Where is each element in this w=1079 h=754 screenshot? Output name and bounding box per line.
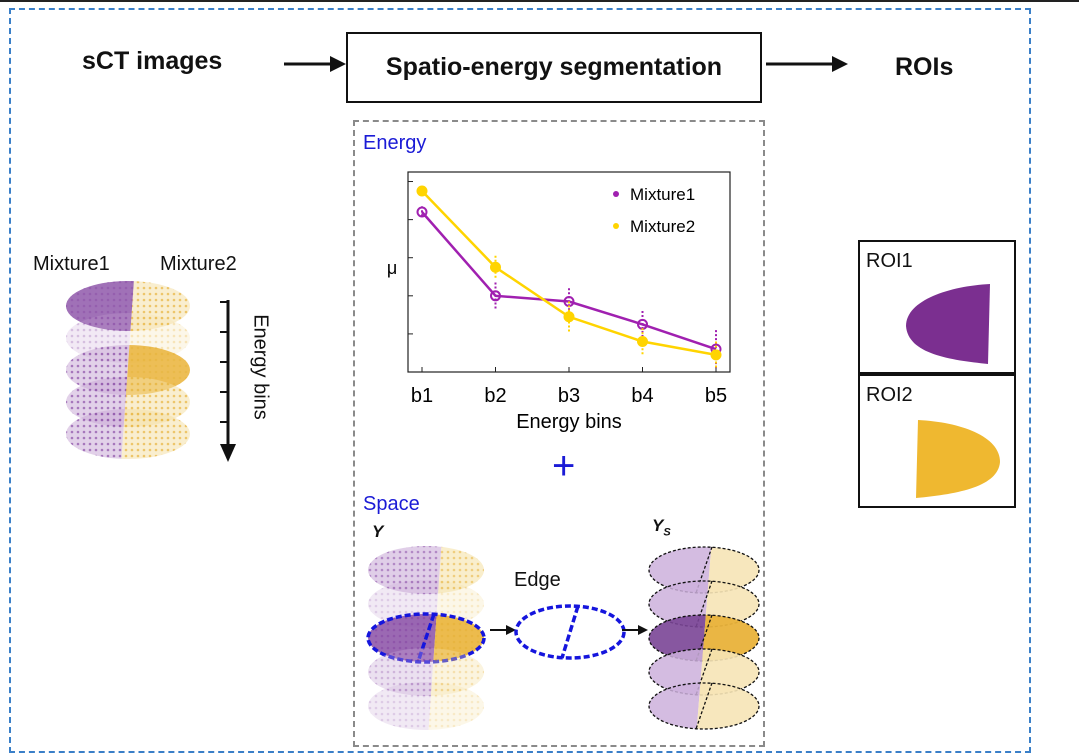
x-axis-label: Energy bins (516, 411, 622, 433)
process-label: Spatio-energy segmentation (385, 53, 723, 81)
x-tick-label: b2 (484, 385, 506, 407)
x-tick-label: b4 (631, 385, 653, 407)
data-point (416, 185, 428, 197)
roi2-shape (916, 420, 1000, 498)
arrow-edge-to-ys (622, 625, 648, 635)
x-tick-label: b5 (705, 385, 727, 407)
roi1-shape (906, 284, 990, 364)
material2-label: Mixture2 (160, 253, 237, 275)
segmentation-box: Spatio-energy segmentation (346, 32, 762, 103)
output-label: ROIs (895, 53, 954, 81)
x-tick-label: b1 (411, 385, 433, 407)
edge-label: Edge (514, 569, 561, 591)
energy-panel-title: Energy (363, 132, 427, 154)
energy-bins-axis-label: Energy bins (249, 314, 272, 420)
ys-symbol-subscript: S (663, 526, 671, 539)
roi2-box: ROI2 (858, 374, 1016, 508)
y-slice (368, 546, 484, 594)
ys-symbol-base: Y (652, 516, 664, 535)
legend-label: Mixture2 (630, 217, 695, 236)
y-slice (366, 612, 486, 664)
y-symbol: Y (372, 522, 384, 541)
legend-marker (613, 223, 619, 229)
plus-sign: + (552, 444, 576, 488)
ys-slice (648, 682, 760, 730)
method-panel-frame (353, 120, 765, 747)
legend-label: Mixture1 (630, 185, 695, 204)
stack-slice (66, 409, 190, 459)
data-point (637, 336, 648, 348)
y-axis-label: μ (387, 258, 397, 278)
y-image-stack (366, 546, 486, 730)
data-point (710, 349, 722, 361)
outer-dashed-frame (9, 8, 1031, 753)
energy-axis-arrow (220, 300, 236, 462)
edge-map (514, 604, 626, 660)
top-border-line (0, 0, 1079, 2)
roi1-box: ROI1 (858, 240, 1016, 374)
image-stack (66, 281, 190, 459)
x-tick-label: b3 (558, 385, 580, 407)
arrow-to-segmentation (284, 56, 346, 72)
arrow-to-rois (766, 56, 848, 72)
arrow-y-to-edge (490, 625, 516, 635)
data-point (490, 261, 501, 273)
roi2-label: ROI2 (866, 384, 913, 406)
data-point (563, 311, 575, 323)
y-slice (368, 682, 484, 730)
space-panel-title: Space (363, 493, 420, 515)
input-label: sCT images (82, 47, 223, 75)
data-point (490, 290, 501, 302)
legend-marker (613, 191, 619, 197)
material1-label: Mixture1 (33, 253, 110, 275)
ys-image-stack (648, 546, 760, 730)
data-point (416, 206, 428, 218)
y-slice (368, 648, 484, 696)
ys-slice (648, 580, 760, 628)
roi1-label: ROI1 (866, 250, 913, 272)
ys-symbol: YS (652, 516, 671, 538)
